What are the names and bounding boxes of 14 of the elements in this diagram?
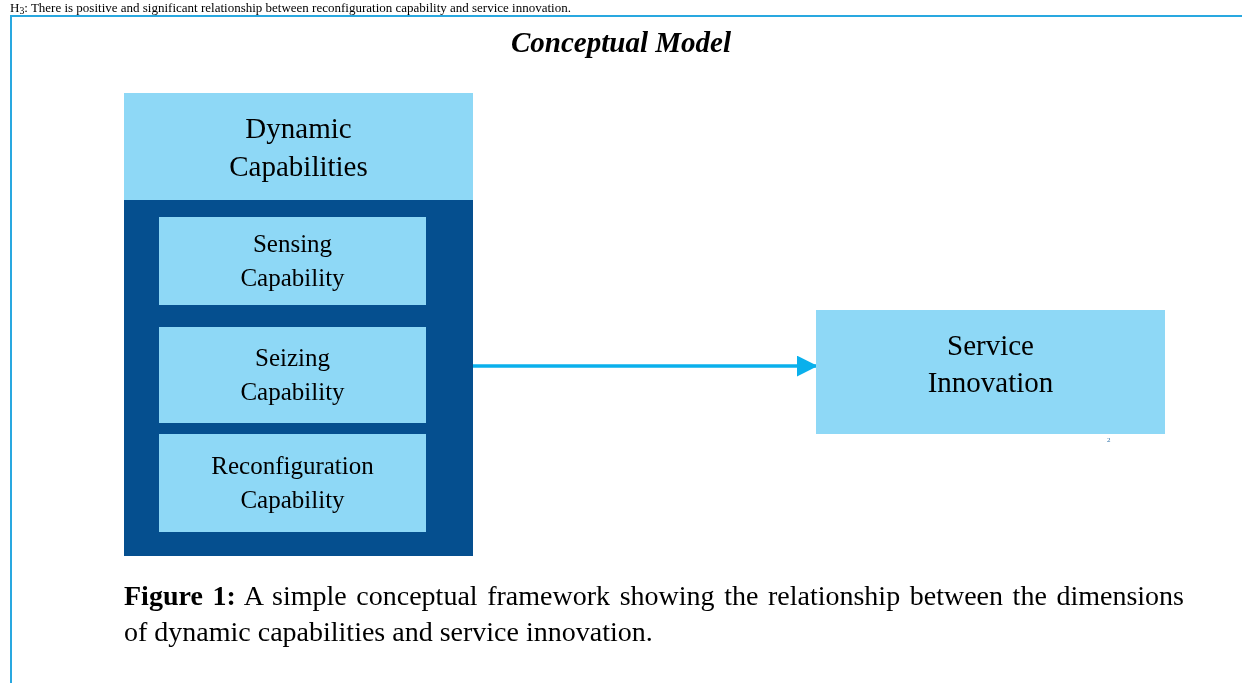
figure-caption: Figure 1: A simple conceptual framework showing the relationship between the dimensions of dynamic capabilities and service innovation. xyxy=(124,579,1184,649)
concept-box xyxy=(159,217,426,305)
box-label: Reconfiguration Capability xyxy=(210,451,375,515)
concept-box xyxy=(159,434,426,532)
concept-box xyxy=(159,327,426,423)
box-label: Seizing Capability xyxy=(239,343,346,407)
group-panel xyxy=(124,93,473,556)
box-label: Service Innovation xyxy=(926,328,1055,400)
hypothesis-text: H$_{3}$: There is positive and significant relationship between reconfiguration capability and service innovation. xyxy=(10,0,571,15)
concept-box xyxy=(816,310,1165,434)
arrow xyxy=(473,355,818,377)
group-heading: Dynamic Capabilities xyxy=(228,110,369,184)
box-label: Sensing Capability xyxy=(239,229,346,293)
diagram-title: Conceptual Model xyxy=(510,25,732,60)
